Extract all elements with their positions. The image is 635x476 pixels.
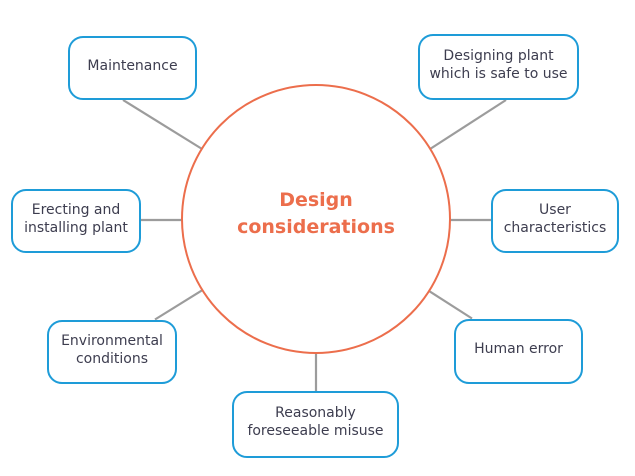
connector: [154, 287, 206, 321]
node-maintenance: Maintenance: [68, 36, 197, 100]
node-human-error: Human error: [454, 319, 583, 384]
node-label: User: [539, 201, 571, 218]
node-label: conditions: [75, 350, 149, 367]
connector: [122, 99, 206, 152]
node-environmental-conditions: Environmental conditions: [47, 320, 177, 384]
node-label: Human error: [474, 341, 563, 357]
node-label: Maintenance: [87, 57, 178, 74]
center-circle-label: Design: [279, 189, 353, 211]
node-label: Reasonably: [275, 405, 356, 421]
node-user-characteristics: User characteristics: [491, 189, 619, 253]
node-erecting-installing-plant: Erecting and installing plant: [11, 189, 141, 253]
node-label: installing plant: [24, 219, 128, 236]
node-label: which is safe to use: [429, 65, 568, 82]
connector: [427, 99, 507, 151]
center-circle-design-considerations: Design considerations: [181, 84, 451, 354]
node-label: characteristics: [503, 219, 607, 236]
node-label: Erecting and: [31, 201, 121, 218]
node-designing-plant: Designing plant which is safe to use: [418, 34, 579, 100]
node-label: Environmental: [61, 332, 163, 349]
center-circle-label: considerations: [237, 216, 395, 238]
node-label: foreseeable misuse: [247, 423, 384, 439]
node-reasonably-foreseeable-misuse: Reasonably foreseeable misuse: [232, 391, 399, 458]
node-label: Designing plant: [443, 47, 554, 64]
connector: [426, 288, 473, 320]
